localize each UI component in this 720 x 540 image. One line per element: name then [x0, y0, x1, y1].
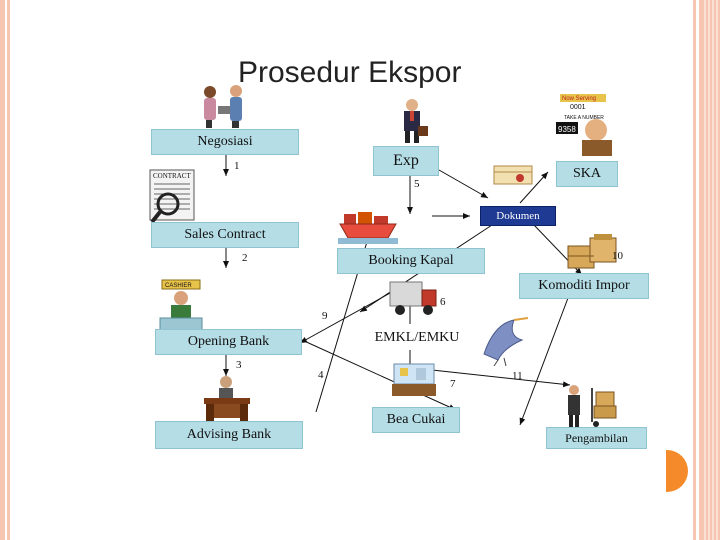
step-number-1: 1: [234, 160, 240, 172]
box-advising-bank: Advising Bank: [155, 421, 303, 449]
svg-text:Now Serving: Now Serving: [562, 96, 596, 102]
bank-desk-icon: [204, 376, 250, 422]
customs-desk-icon: [392, 363, 436, 396]
arrow-9: [299, 291, 393, 344]
cargo-ship-icon: [338, 212, 398, 244]
step-number-4: 4: [318, 369, 324, 381]
stork-delivery-icon: [483, 317, 529, 366]
arrow-11: [431, 369, 571, 388]
cashier-icon: CASHIER: [159, 279, 203, 330]
slide-accent-tab: [666, 450, 688, 492]
negotiation-people-icon: [204, 85, 242, 128]
svg-text:TAKE A NUMBER: TAKE A NUMBER: [564, 115, 604, 121]
document-envelope-icon: [493, 165, 533, 185]
step-number-5: 5: [414, 178, 420, 190]
slide-title: Prosedur Ekspor: [238, 56, 462, 89]
box-bea-cukai: Bea Cukai: [372, 407, 460, 433]
step-number-11: 11: [512, 370, 523, 382]
svg-text:CASHIER: CASHIER: [165, 283, 192, 289]
contract-document-icon: CONTRACT: [149, 169, 195, 224]
box-booking-kapal: Booking Kapal: [337, 248, 485, 274]
step-number-7: 7: [450, 378, 456, 390]
box-dokumen: Dokumen: [480, 206, 556, 226]
box-komoditi-impor: Komoditi Impor: [519, 273, 649, 299]
box-exp: Exp: [373, 146, 439, 176]
slide-border-left: [0, 0, 10, 540]
pickup-hand-truck-icon: [568, 385, 617, 427]
box-sales-contract: Sales Contract: [151, 222, 299, 248]
commodity-boxes-icon: [567, 234, 617, 269]
box-negosiasi: Negosiasi: [151, 129, 299, 155]
svg-text:0001: 0001: [570, 104, 586, 111]
step-number-6: 6: [440, 296, 446, 308]
arrow-dokumen-ska: [519, 171, 549, 204]
box-pengambilan: Pengambilan: [546, 427, 647, 449]
arrow-7: [301, 339, 457, 411]
step-number-9: 9: [322, 310, 328, 322]
svg-text:9358: 9358: [558, 125, 576, 134]
box-opening-bank: Opening Bank: [155, 329, 302, 355]
box-emkl-emku: EMKL/EMKU: [358, 326, 476, 350]
step-number-3: 3: [236, 359, 242, 371]
slide-border-right: [690, 0, 720, 540]
svg-text:CONTRACT: CONTRACT: [153, 172, 191, 180]
queue-ticket-icon: Now Serving 0001 TAKE A NUMBER 9358: [556, 94, 612, 156]
exporter-businessman-icon: [404, 99, 428, 143]
truck-icon: [389, 281, 437, 315]
step-number-2: 2: [242, 252, 248, 264]
step-number-10: 10: [612, 250, 623, 262]
box-ska: SKA: [556, 161, 618, 187]
arrow-komoditi-pengambilan: [519, 297, 569, 426]
